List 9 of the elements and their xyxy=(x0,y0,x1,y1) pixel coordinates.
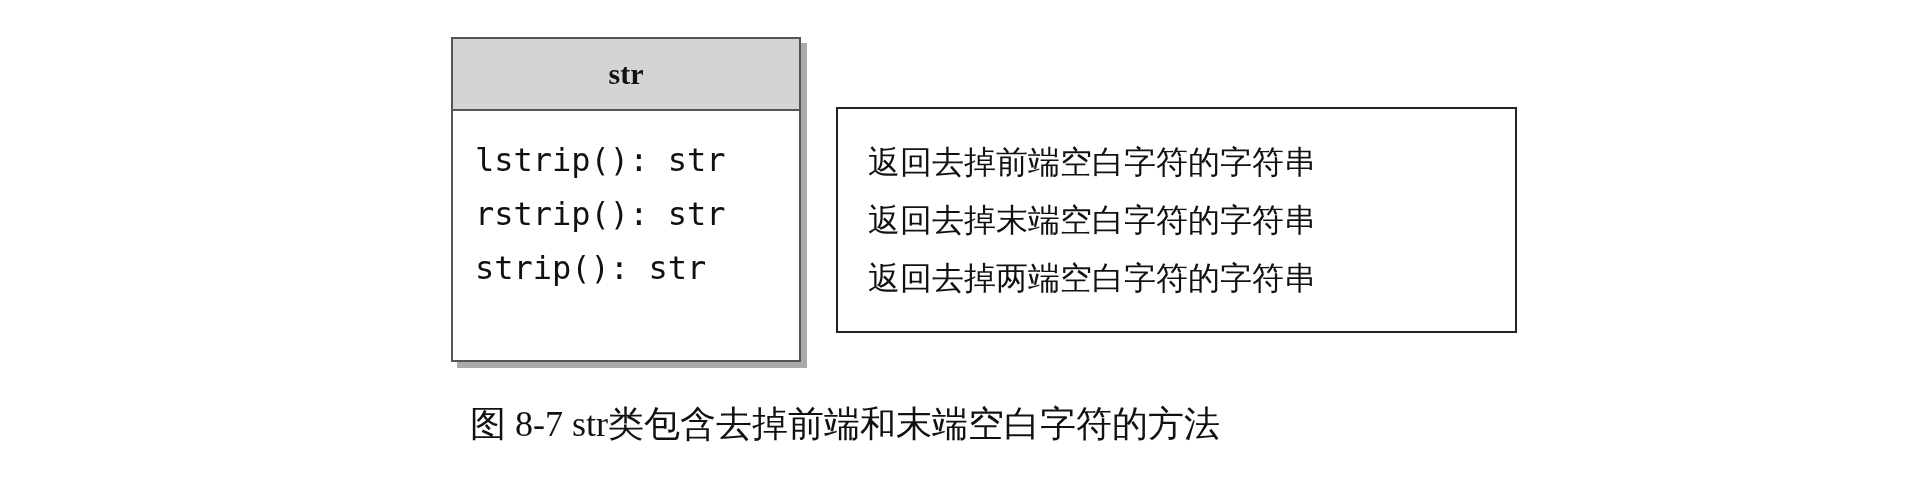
figure-caption: 图 8-7 str类包含去掉前端和末端空白字符的方法 xyxy=(470,403,1220,446)
method-signature: rstrip(): str xyxy=(475,194,727,235)
note-box xyxy=(836,107,1517,333)
method-signature: lstrip(): str xyxy=(475,140,727,181)
note-text: 返回去掉末端空白字符的字符串 xyxy=(868,200,1317,241)
note-text: 返回去掉两端空白字符的字符串 xyxy=(868,258,1317,299)
method-signature: strip(): str xyxy=(475,248,708,289)
note-text: 返回去掉前端空白字符的字符串 xyxy=(868,142,1317,183)
class-name: str xyxy=(453,39,799,111)
